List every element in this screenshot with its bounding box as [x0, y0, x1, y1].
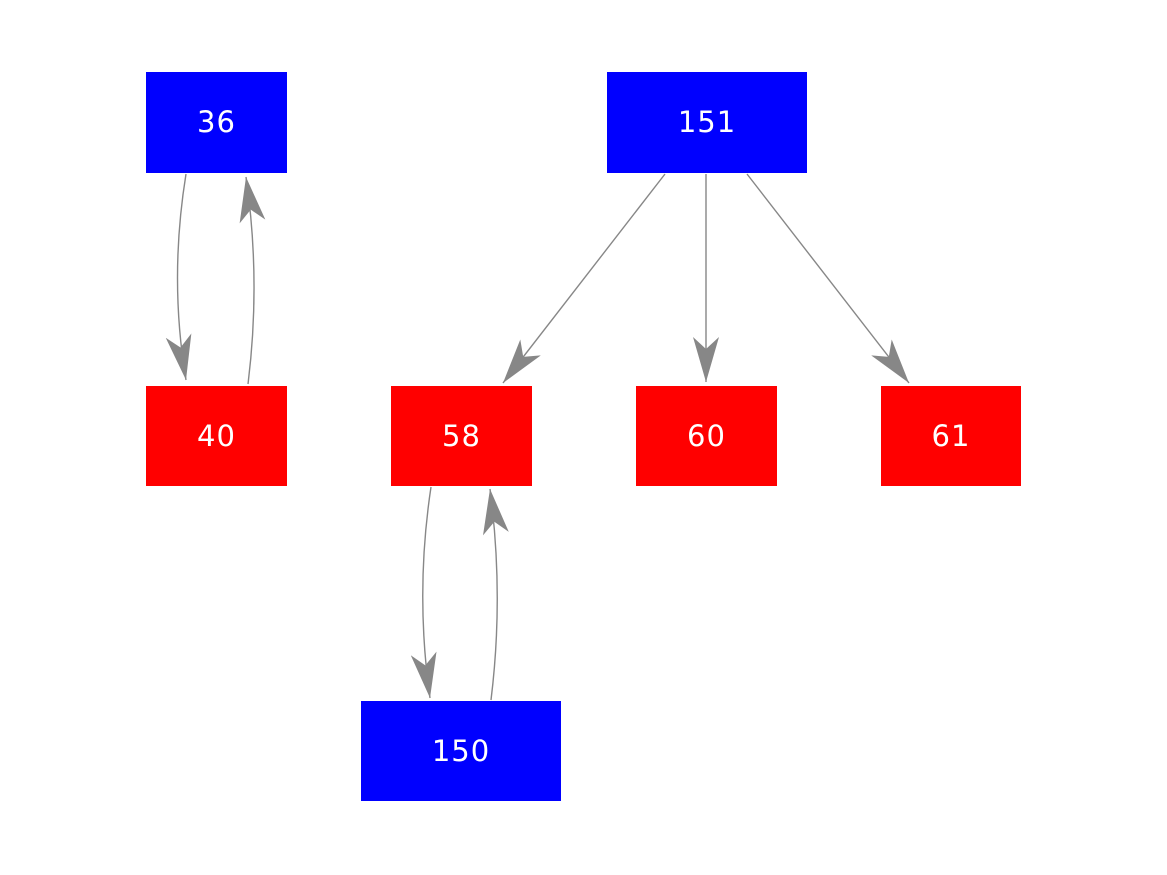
edge-group [165, 173, 910, 701]
edge-40-to-36 [239, 176, 266, 385]
node-label-150: 150 [431, 733, 491, 768]
edge-151-to-61 [746, 173, 910, 384]
node-151: 151 [607, 72, 807, 173]
edge-151-to-58 [502, 173, 666, 384]
node-label-40: 40 [197, 418, 236, 453]
node-36: 36 [146, 72, 287, 173]
node-40: 40 [146, 386, 287, 486]
node-61: 61 [881, 386, 1021, 486]
edge-36-to-40 [165, 173, 192, 381]
node-150: 150 [361, 701, 561, 801]
edge-150-to-58 [482, 488, 509, 701]
node-label-60: 60 [687, 418, 726, 453]
node-label-58: 58 [442, 418, 481, 453]
node-label-61: 61 [931, 418, 971, 453]
edge-58-to-150 [410, 486, 437, 699]
node-58: 58 [391, 386, 532, 486]
node-label-36: 36 [197, 105, 236, 139]
node-60: 60 [636, 386, 777, 486]
node-label-151: 151 [677, 105, 737, 139]
